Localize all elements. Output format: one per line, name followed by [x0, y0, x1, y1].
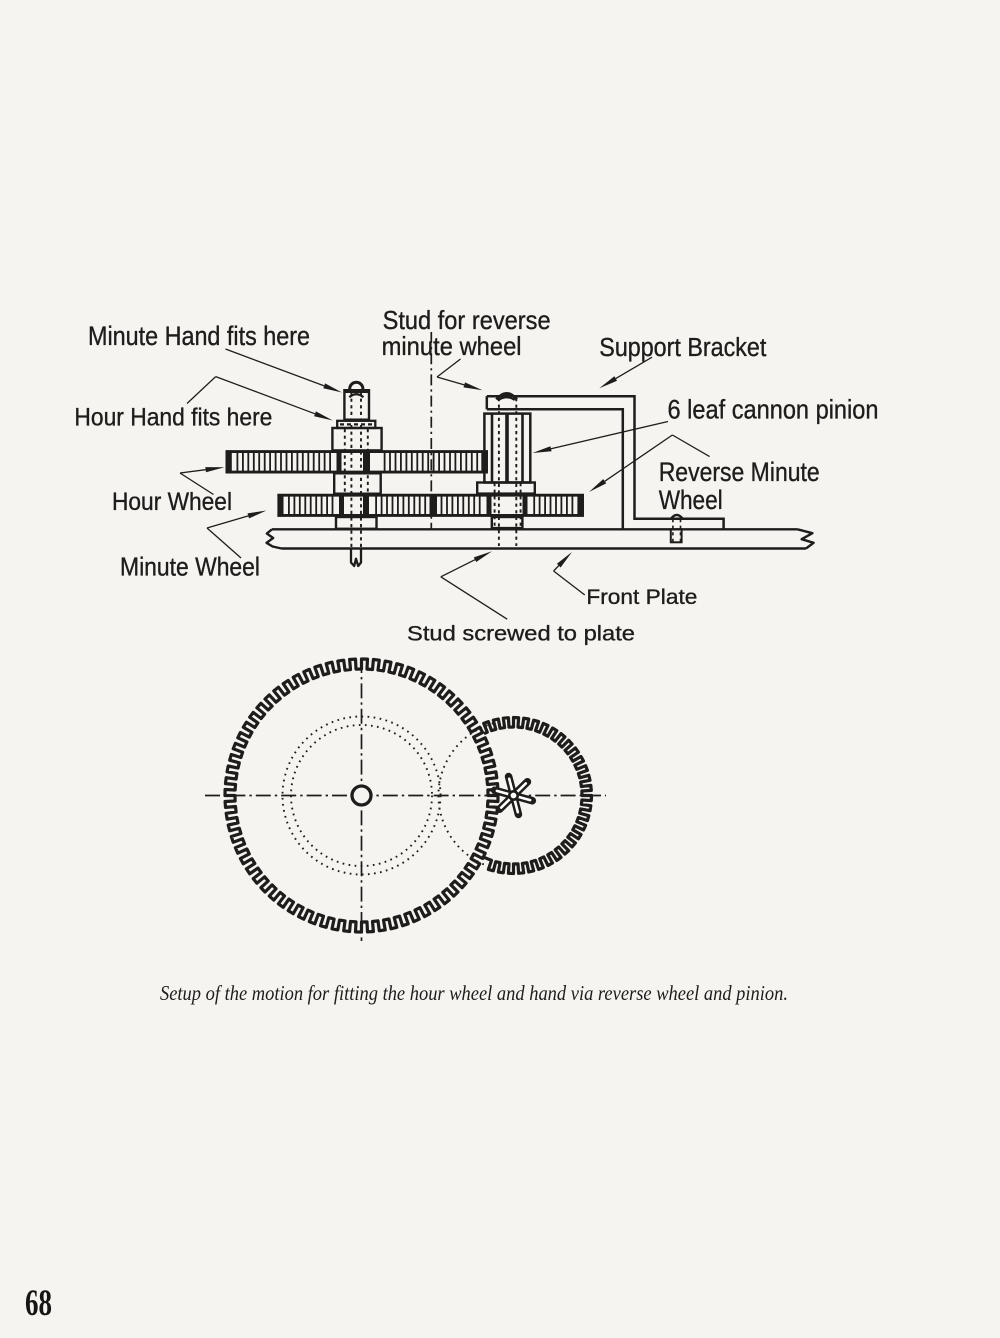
- svg-text:minute wheel: minute wheel: [382, 331, 522, 361]
- svg-text:Wheel: Wheel: [659, 485, 723, 515]
- svg-text:Minute Hand fits here: Minute Hand fits here: [88, 321, 310, 351]
- svg-text:Minute Wheel: Minute Wheel: [120, 552, 260, 582]
- svg-text:Hour Hand fits here: Hour Hand fits here: [74, 404, 272, 432]
- svg-text:Front Plate: Front Plate: [586, 585, 697, 609]
- svg-text:68: 68: [25, 1283, 52, 1324]
- svg-text:Setup of the motion for fittin: Setup of the motion for fitting the hour…: [160, 981, 788, 1005]
- svg-text:Reverse Minute: Reverse Minute: [659, 457, 820, 487]
- svg-text:6 leaf cannon pinion: 6 leaf cannon pinion: [668, 395, 879, 425]
- svg-text:Stud for reverse: Stud for reverse: [383, 305, 551, 335]
- svg-text:Support Bracket: Support Bracket: [599, 334, 766, 362]
- svg-text:Stud screwed to plate: Stud screwed to plate: [407, 622, 635, 646]
- svg-text:Hour Wheel: Hour Wheel: [112, 488, 232, 516]
